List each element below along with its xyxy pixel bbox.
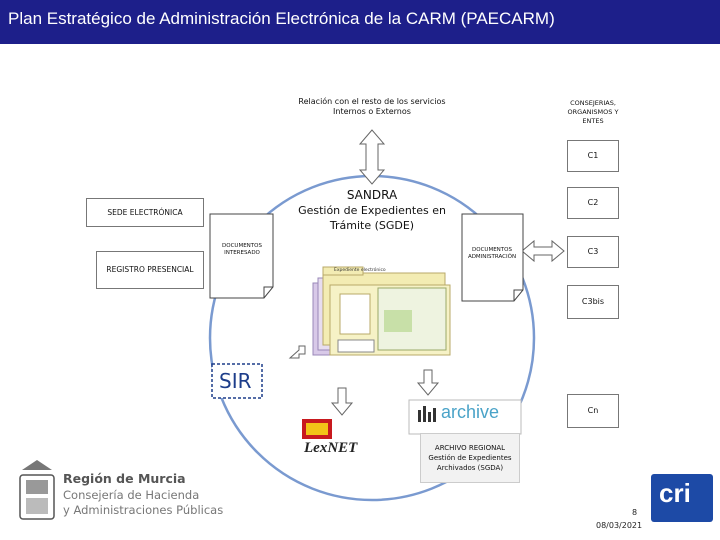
c1-label: C1 [587, 151, 599, 160]
doc-administracion-label: DOCUMENTOS ADMINISTRACIÓN [467, 247, 517, 260]
c3bis-box[interactable]: C3bis [567, 285, 619, 319]
expediente-illustration [312, 266, 451, 356]
header-bar: Plan Estratégico de Administración Elect… [0, 0, 720, 44]
slide-date: 08/03/2021 [596, 521, 643, 530]
sir-logo [211, 363, 263, 399]
c3-box[interactable]: C3 [567, 236, 619, 268]
arrow-to-lexnet [330, 387, 354, 416]
region-name: Región de Murcia [63, 471, 186, 486]
arrow-to-sir [288, 345, 306, 359]
doc-interesado-shape [209, 213, 274, 299]
c3bis-label: C3bis [581, 297, 605, 306]
region-coat-of-arms [19, 460, 55, 520]
administraciones-name: y Administraciones Públicas [63, 503, 224, 517]
doc-interesado-label: DOCUMENTOS INTERESADO [222, 243, 262, 256]
cri-logo-text: cri [659, 478, 691, 508]
cn-box[interactable]: Cn [567, 394, 619, 428]
cri-logo-box [651, 474, 713, 522]
c2-label: C2 [587, 198, 599, 207]
sandra-subtitle: Gestión de Expedientes en Trámite (SGDE) [298, 204, 446, 232]
arrow-to-archive [416, 369, 440, 396]
lexnet-logo-frame [300, 417, 378, 461]
archive-logo-frame [408, 399, 522, 435]
c2-box[interactable]: C2 [567, 187, 619, 219]
relation-label: Relación con el resto de los servicios I… [298, 97, 446, 116]
archive-logo-text: archive [441, 402, 500, 422]
registro-presencial-box[interactable]: REGISTRO PRESENCIAL [96, 251, 204, 289]
registro-label: REGISTRO PRESENCIAL [106, 265, 194, 274]
c1-box[interactable]: C1 [567, 140, 619, 172]
cn-label: Cn [587, 406, 599, 415]
page-number: 8 [632, 508, 638, 517]
consejerias-label: CONSEJERIAS, ORGANISMOS Y ENTES [567, 99, 619, 125]
horizontal-double-arrow [521, 239, 565, 263]
expediente-tab-label: Expediente electrónico [334, 268, 386, 273]
sandra-title: SANDRA [346, 188, 398, 202]
vertical-double-arrow [358, 129, 386, 185]
sede-label: SEDE ELECTRÓNICA [107, 207, 183, 217]
archivo-regional-label: ARCHIVO REGIONAL Gestión de Expedientes … [428, 444, 512, 472]
archivo-regional-box[interactable]: ARCHIVO REGIONAL Gestión de Expedientes … [420, 433, 520, 483]
doc-administracion-shape [461, 213, 524, 302]
c3-label: C3 [587, 247, 599, 256]
sede-electronica-box[interactable]: SEDE ELECTRÓNICA [86, 198, 204, 227]
sir-logo-text: SIR [219, 369, 252, 393]
consejeria-name: Consejería de Hacienda [63, 488, 200, 502]
page-title: Plan Estratégico de Administración Elect… [8, 9, 555, 28]
lexnet-logo-text: LexNET [304, 440, 358, 456]
